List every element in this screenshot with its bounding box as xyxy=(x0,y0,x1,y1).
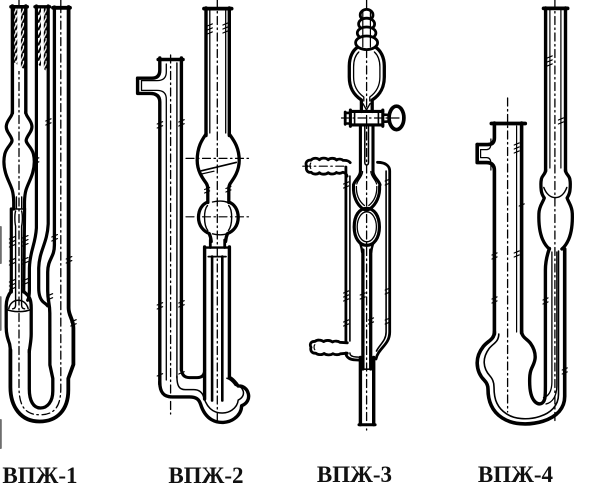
svg-text:ВПЖ-2: ВПЖ-2 xyxy=(168,463,243,488)
svg-text:ВПЖ-1: ВПЖ-1 xyxy=(2,463,77,488)
svg-text:ВПЖ-3: ВПЖ-3 xyxy=(317,462,392,487)
svg-text:ВПЖ-4: ВПЖ-4 xyxy=(478,462,554,487)
